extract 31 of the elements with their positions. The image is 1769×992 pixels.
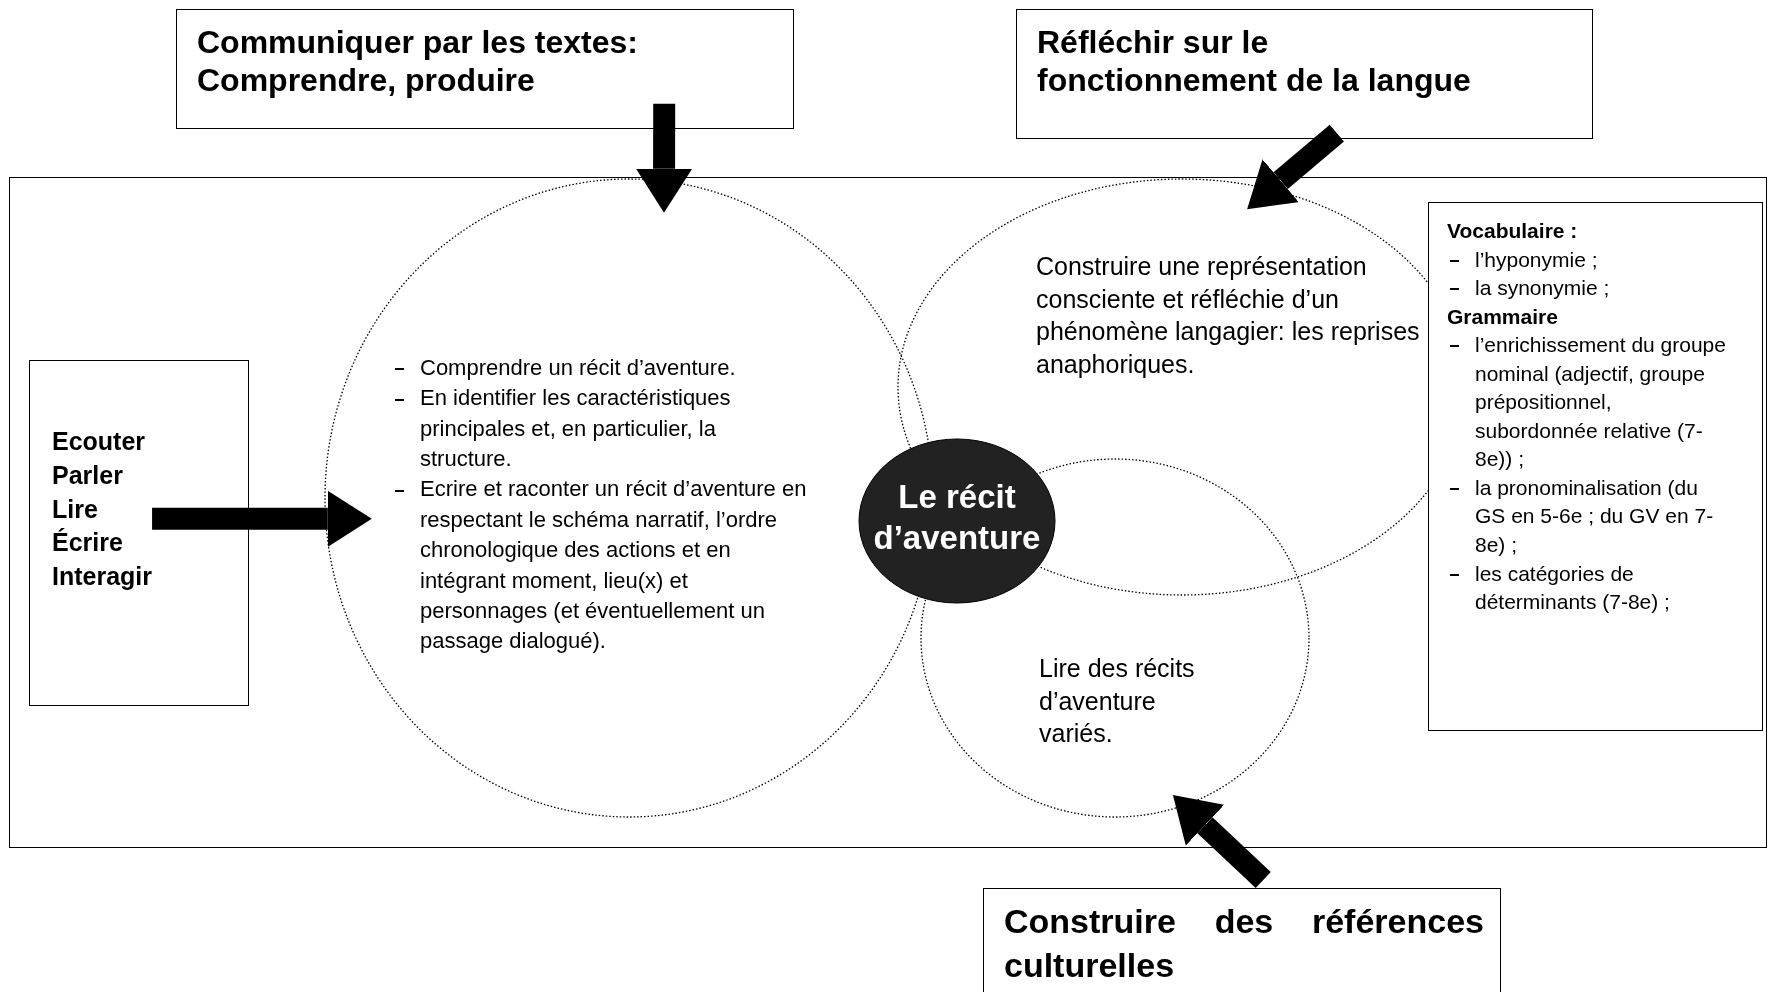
block-arrow <box>1172 795 1271 888</box>
content-box <box>1428 202 1763 731</box>
list-item: la pronominalisation (du GS en 5-6e ; du GV en 7-8e) ; <box>1447 473 1732 560</box>
body-text: Le récit d’aventure <box>872 477 1042 559</box>
block-arrow <box>1247 124 1344 210</box>
block-arrow <box>152 490 372 547</box>
list-item: En identifier les caractéristiques principales et, en particulier, la structure. <box>392 383 812 475</box>
section-heading: Grammaire <box>1447 303 1559 330</box>
list-item: Ecrire et raconter un récit d’aventure en respectant le schéma narratif, l’ordre chronologique des actions et en intégrant moment, lieu(x) et personnages (et éventuellement un passage dialogué). <box>392 474 812 657</box>
body-text: Lire des récits d’aventure variés. <box>1039 653 1196 749</box>
block-arrow <box>636 103 693 213</box>
list-item: l’enrichissement du groupe nominal (adjectif, groupe prépositionnel, subordonnée relative (7-8e)) ; <box>1447 331 1732 474</box>
list-item: les catégories de déterminants (7-8e) ; <box>1447 559 1732 617</box>
word-label: Interagir <box>52 561 154 592</box>
word-label: Lire <box>52 493 99 525</box>
list-item: Comprendre un récit d’aventure. <box>392 353 812 384</box>
theme-box <box>983 888 1501 992</box>
word-label: Écrire <box>52 527 124 559</box>
body-text: Construire une représentation consciente et réfléchie d’un phénomène langagier: les reprises anaphoriques. <box>1036 251 1421 380</box>
theme-box <box>1016 9 1593 139</box>
section-heading: Vocabulaire : <box>1447 218 1579 244</box>
word-label: Ecouter <box>52 426 147 457</box>
skills-box <box>29 360 249 706</box>
theme-box <box>176 9 794 129</box>
body-text: Réfléchir sur le fonctionnement de la langue <box>1037 24 1472 100</box>
list-item: la synonymie ; <box>1447 274 1732 303</box>
body-text: Construire des références culturelles <box>1004 901 1484 987</box>
list-item: l’hyponymie ; <box>1447 245 1732 275</box>
word-label: Parler <box>52 459 124 491</box>
body-text: Communiquer par les textes: Comprendre, produire <box>197 24 639 100</box>
frame-box <box>9 177 1767 848</box>
